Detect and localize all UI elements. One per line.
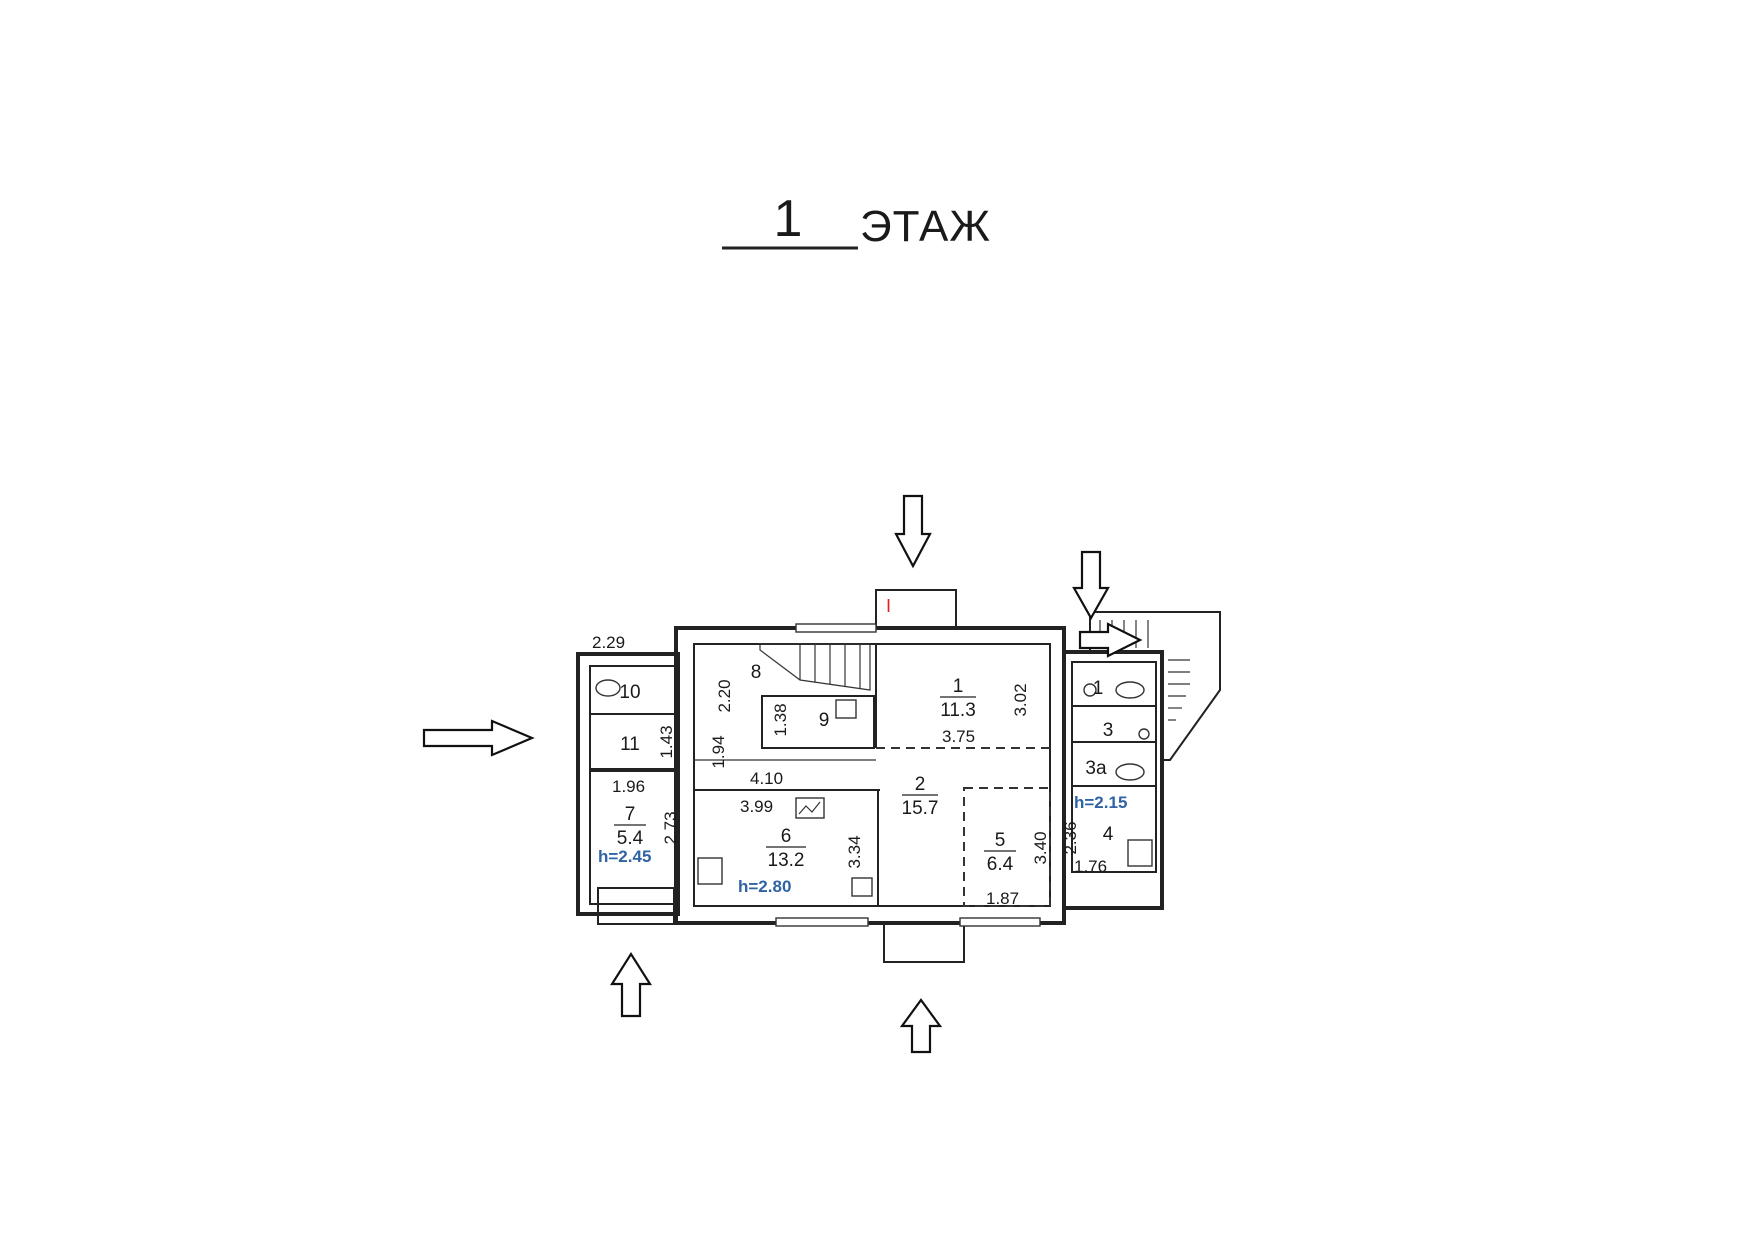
walls bbox=[576, 589, 1221, 963]
dim-label: 2.20 bbox=[715, 679, 734, 712]
entrance-marker: I bbox=[886, 596, 891, 616]
dim-label: 4.10 bbox=[750, 769, 783, 788]
floor-title-text: ЭТАЖ bbox=[860, 202, 991, 251]
fixtures bbox=[595, 679, 1153, 897]
arrow-down-top bbox=[894, 494, 932, 569]
room-2-area: 15.7 bbox=[902, 798, 939, 819]
dim-label: 3.75 bbox=[942, 727, 975, 746]
dim-label: 1.76 bbox=[1074, 857, 1107, 876]
height-label: h=2.15 bbox=[1074, 793, 1127, 812]
toilet-icon bbox=[1115, 763, 1145, 781]
arrow-up-bottom bbox=[899, 998, 943, 1054]
dim-label: 1.38 bbox=[771, 703, 790, 736]
dim-label: 1.87 bbox=[986, 889, 1019, 908]
room-11-number: 11 bbox=[620, 734, 640, 755]
shower-icon bbox=[1127, 839, 1153, 867]
boiler-icon bbox=[795, 797, 825, 819]
room-1-number: 1 bbox=[953, 676, 964, 697]
entrance-arrows bbox=[422, 494, 1143, 1054]
sink-icon bbox=[851, 877, 873, 897]
height-labels: h=2.15 h=2.45 h=2.80 bbox=[598, 793, 1127, 896]
room-5-dash bbox=[963, 787, 1051, 907]
left-annex-inner bbox=[589, 665, 677, 905]
dim-label: 2.73 bbox=[661, 811, 680, 844]
arrow-up-left bbox=[610, 951, 652, 1018]
room-7-number: 7 bbox=[625, 804, 636, 825]
room-5-number: 5 bbox=[995, 830, 1006, 851]
floor-title: 1 ЭТАЖ bbox=[722, 190, 991, 251]
room-4-number: 4 bbox=[1103, 824, 1114, 845]
interior-stair bbox=[759, 643, 871, 691]
room-3-number: 3 bbox=[1103, 720, 1114, 741]
toilet-icon bbox=[1115, 681, 1145, 699]
sink-icon bbox=[1083, 683, 1097, 697]
dim-label: 3.99 bbox=[740, 797, 773, 816]
room-9-walls bbox=[761, 695, 875, 749]
room-10-number: 10 bbox=[619, 682, 640, 703]
room-wc1-number: 1 bbox=[1093, 678, 1104, 699]
dim-label: 1.96 bbox=[612, 777, 645, 796]
dim-label: 3.02 bbox=[1011, 683, 1030, 716]
window bbox=[775, 917, 869, 927]
arrow-right-left bbox=[422, 719, 535, 757]
room-1-area: 11.3 bbox=[940, 700, 976, 721]
room-5-area: 6.4 bbox=[987, 854, 1014, 875]
dim-label: 3.40 bbox=[1031, 831, 1050, 864]
room-labels: 1 11.3 2 15.7 5 6.4 6 13.2 7 5.4 8 9 10 … bbox=[614, 662, 1114, 875]
stove-icon bbox=[697, 857, 723, 885]
room-7-area: 5.4 bbox=[617, 828, 644, 849]
dim-label: 2.29 bbox=[592, 633, 625, 652]
boiler-symbol bbox=[798, 801, 821, 815]
room-3a-number: 3а bbox=[1085, 758, 1107, 779]
dimension-labels: 2.29 2.20 1.38 3.02 3.75 1.43 1.94 4.10 … bbox=[592, 633, 1107, 908]
bottom-porch bbox=[883, 921, 965, 963]
window bbox=[795, 623, 877, 633]
dim-label: 1.94 bbox=[709, 735, 728, 768]
room-6-number: 6 bbox=[781, 826, 792, 847]
sink-icon bbox=[1138, 728, 1150, 740]
sink-icon bbox=[835, 699, 857, 719]
room-2-number: 2 bbox=[915, 774, 926, 795]
room-9-number: 9 bbox=[819, 710, 830, 731]
height-label: h=2.80 bbox=[738, 877, 791, 896]
arrow-down-right bbox=[1072, 550, 1110, 621]
height-label: h=2.45 bbox=[598, 847, 651, 866]
dim-label: 1.43 bbox=[657, 725, 676, 758]
main-inner-wall bbox=[693, 643, 1051, 907]
floor-number: 1 bbox=[774, 190, 803, 248]
room-8-number: 8 bbox=[751, 662, 762, 683]
window bbox=[959, 917, 1041, 927]
left-porch bbox=[597, 887, 675, 925]
arrow-right-stair bbox=[1078, 622, 1143, 658]
room-6-area: 13.2 bbox=[768, 850, 805, 871]
left-annex-wall bbox=[576, 652, 680, 916]
dim-label: 3.34 bbox=[845, 835, 864, 868]
outer-stair bbox=[1089, 611, 1221, 761]
top-porch bbox=[875, 589, 957, 629]
right-annex-inner bbox=[1071, 661, 1157, 873]
toilet-icon bbox=[595, 679, 621, 697]
dim-label: 2.36 bbox=[1061, 821, 1080, 854]
